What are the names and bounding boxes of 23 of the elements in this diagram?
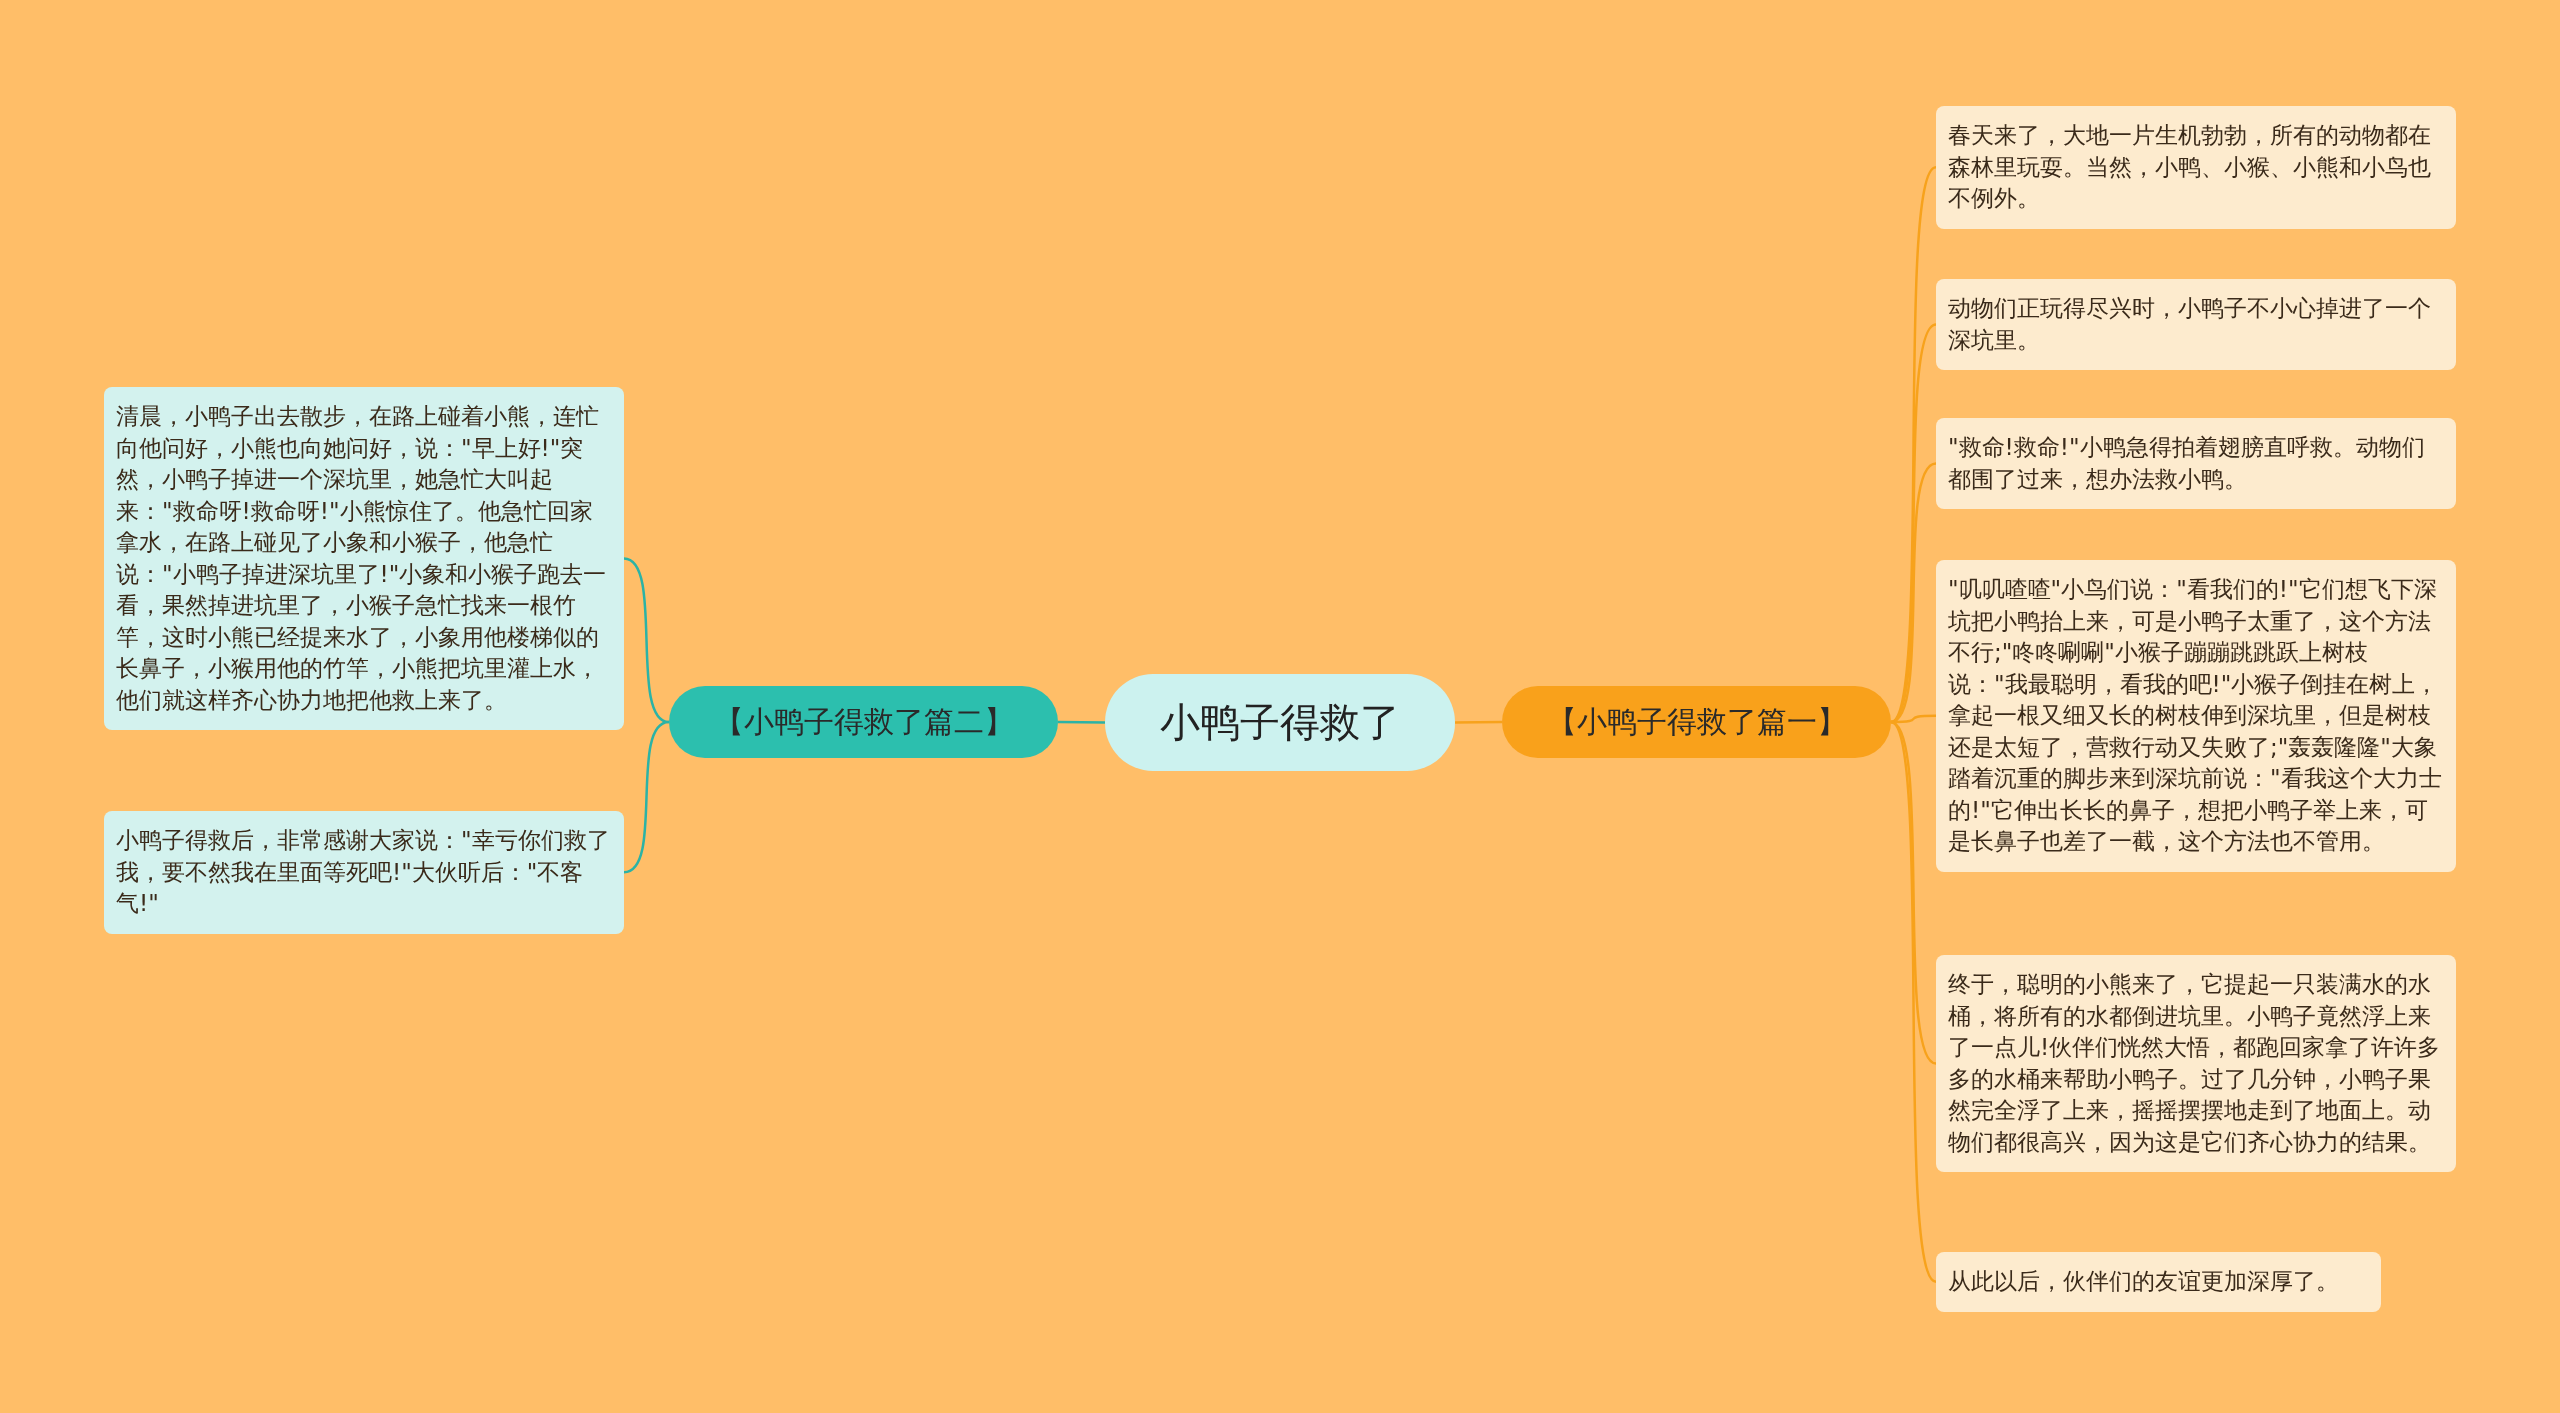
text-card: [1936, 279, 2456, 370]
text-card: [1936, 418, 2456, 509]
connector-line: [1058, 720, 1105, 724]
paragraph: 终于，聪明的小熊来了，它提起一只装满水的水桶，将所有的水都倒进坑里。小鸭子竟然浮上来了一点儿!伙伴们恍然大悟，都跑回家拿了许许多多的水桶来帮助小鸭子。过了几分钟，小鸭子果然完全浮了上来，摇摇摆摆地走到了地面上。动物们都很高兴，因为这是它们齐心协力的结果。: [1948, 970, 2442, 1157]
paragraph: 春天来了，大地一片生机勃勃，所有的动物都在森林里玩耍。当然，小鸭、小猴、小熊和小鸟也不例外。: [1948, 121, 2432, 213]
paragraph: 动物们正玩得尽兴时，小鸭子不小心掉进了一个深坑里。: [1948, 294, 2432, 355]
paragraph: "救命!救命!"小鸭急得拍着翅膀直呼救。动物们都围了过来，想办法救小鸭。: [1948, 433, 2426, 494]
text-card: [1936, 955, 2456, 1172]
text-card: [104, 811, 624, 934]
connector-line: [623, 720, 670, 874]
connector-line: [1455, 720, 1502, 724]
topic-label: 【小鸭子得救了篇二】: [713, 702, 1014, 741]
connector-line: [1890, 721, 1937, 1283]
text-card: [1936, 1252, 2381, 1312]
connector-line: [623, 557, 670, 724]
paragraph: "叽叽喳喳"小鸟们说："看我们的!"它们想飞下深坑把小鸭抬上来，可是小鸭子太重了，这个方法不行;"咚咚唰唰"小猴子蹦蹦跳跳跃上树枝说："我最聪明，看我的吧!"小猴子倒挂在树上，拿起一根又细又长的树枝伸到深坑里，但是树枝还是太短了，营救行动又失败了;"轰轰隆隆"大象踏着沉重的脚步来到深坑前说："看我这个大力士的!"它伸出长长的鼻子，想把小鸭子举上来，可是长鼻子也差了一截，这个方法也不管用。: [1948, 575, 2443, 856]
topic-label: 小鸭子得救了: [1160, 698, 1400, 747]
paragraph: 小鸭子得救后，非常感谢大家说："幸亏你们救了我，要不然我在里面等死吧!"大伙听后："不客气!": [116, 826, 611, 918]
connector-line: [1890, 462, 1937, 724]
topic-label: 【小鸭子得救了篇一】: [1546, 702, 1847, 741]
text-card: [1936, 106, 2456, 229]
paragraph: 从此以后，伙伴们的友谊更加深厚了。: [1948, 1267, 2340, 1296]
paragraph: 清晨，小鸭子出去散步，在路上碰着小熊，连忙向他问好，小熊也向她问好，说："早上好!"突然，小鸭子掉进一个深坑里，她急忙大叫起来："救命呀!救命呀!"小熊惊住了。他急忙回家拿水，在路上碰见了小象和小猴子，他急忙说："小鸭子掉进深坑里了!"小象和小猴子跑去一看，果然掉进坑里了，小猴子急忙找来一根竹竿，这时小熊已经提来水了，小象用他楼梯似的长鼻子，小猴用他的竹竿，小熊把坑里灌上水，他们就这样齐心协力地把他救上来了。: [116, 402, 608, 715]
